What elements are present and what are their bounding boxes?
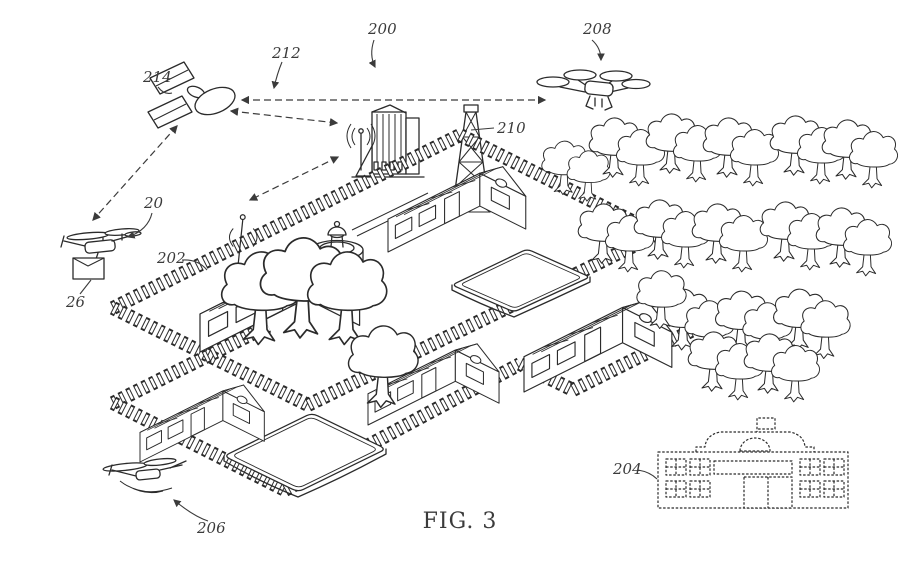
leader-200: [368, 39, 376, 69]
landed-drone: [102, 457, 187, 494]
label-20: 20: [143, 194, 164, 212]
school-building: [657, 417, 849, 509]
reference-labels: 214 212 200 208 210 202 20 26 206 204: [65, 20, 658, 537]
leader-26: [79, 279, 92, 295]
delivery-uav: [60, 228, 142, 260]
link-satellite-to-uav: [92, 125, 178, 221]
label-208: 208: [582, 20, 612, 38]
figure-caption: FIG. 3: [423, 509, 498, 534]
leader-20: [126, 212, 153, 239]
link-satellite-to-base-station: [229, 107, 339, 127]
label-206: 206: [196, 519, 226, 537]
label-214: 214: [142, 68, 172, 86]
leader-208: [591, 39, 605, 62]
leader-214: [157, 86, 173, 94]
quadcopter-drone: [536, 69, 651, 111]
base-station: [346, 104, 425, 178]
trampoline: [223, 413, 387, 498]
label-26: 26: [65, 293, 86, 311]
leader-204: [637, 469, 658, 480]
flag: [756, 417, 776, 446]
package: [72, 257, 105, 280]
signal-arcs: [346, 123, 376, 149]
forest: [541, 113, 899, 403]
leader-212: [271, 61, 283, 90]
label-202: 202: [156, 249, 186, 267]
label-210: 210: [496, 119, 526, 137]
communication-links: [92, 95, 547, 221]
satellite: [147, 61, 236, 129]
pool: [451, 249, 591, 318]
label-200: 200: [367, 20, 397, 38]
label-212: 212: [271, 44, 301, 62]
leader-210: [470, 127, 495, 131]
leader-202: [181, 259, 208, 271]
leader-206: [173, 499, 209, 522]
label-204: 204: [612, 460, 642, 478]
link-base-station-to-house: [248, 156, 340, 201]
